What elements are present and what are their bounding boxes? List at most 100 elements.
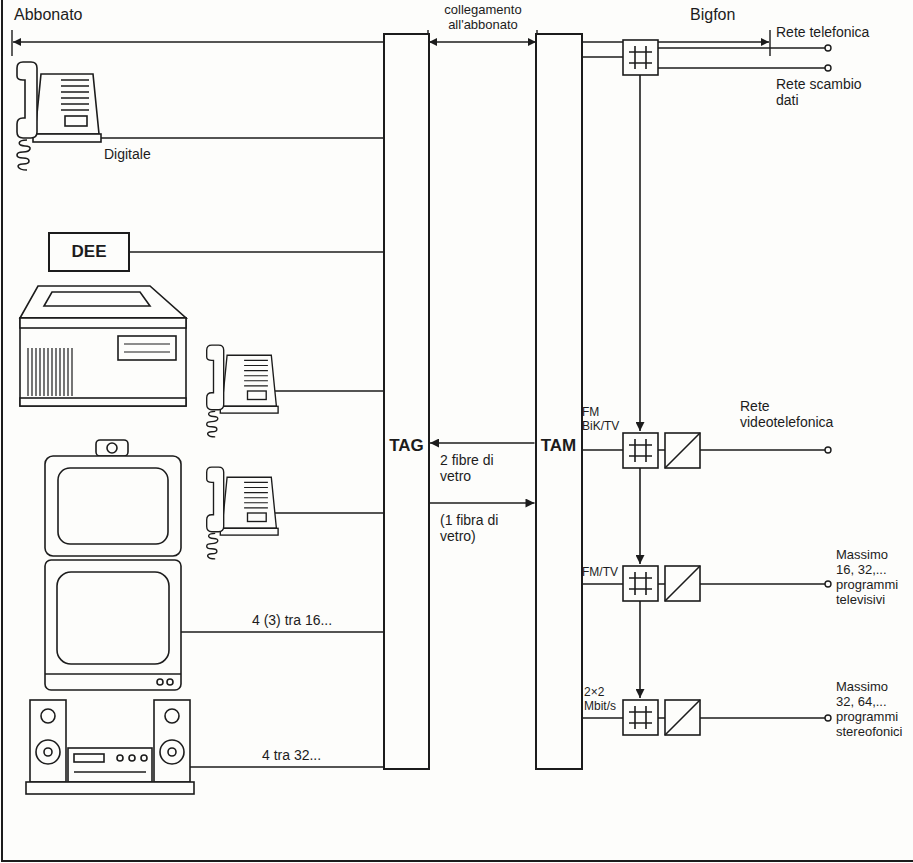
stereo-system	[74, 771, 146, 773]
switching-matrix	[629, 706, 652, 729]
network-label: Rete scambio dati	[776, 76, 880, 108]
stereo-system	[160, 740, 184, 764]
switching-matrix	[623, 40, 658, 735]
terminal-point	[825, 65, 831, 71]
fax-terminal	[20, 286, 186, 318]
switching-matrix	[623, 433, 658, 468]
television-set	[157, 679, 163, 685]
switching-matrix	[629, 46, 652, 69]
exchange-side	[658, 450, 665, 718]
converter	[665, 433, 700, 468]
telephone	[207, 345, 278, 437]
signal-label: FM BiK/TV	[582, 406, 623, 434]
fiber-label: 2 fibre di vetro	[440, 452, 520, 484]
section-label: Bigfon	[690, 6, 735, 24]
converter	[665, 433, 700, 468]
television-set	[45, 673, 181, 675]
signal-label: FM/TV	[582, 566, 623, 580]
fiber-link	[430, 442, 535, 444]
node-text: TAM	[541, 436, 577, 456]
subscriber-line	[130, 251, 383, 253]
network-label: Massimo 16, 32,... programmi televisivi	[836, 548, 906, 608]
exchange-side	[658, 48, 825, 718]
video-monitor	[96, 440, 128, 456]
stereo-system	[141, 755, 147, 761]
stereo-system	[68, 748, 152, 782]
fax-terminal	[20, 318, 186, 406]
network-label: Rete telefonica	[776, 24, 869, 40]
device-label: Digitale	[104, 146, 151, 162]
stereo-system	[36, 740, 60, 764]
terminal-point	[825, 45, 831, 51]
stereo-system	[30, 700, 66, 782]
fax-terminal	[20, 318, 186, 328]
fax-terminal	[44, 292, 150, 306]
stereo-system	[26, 782, 194, 794]
switching-matrix	[629, 572, 652, 595]
stereo-system	[74, 754, 104, 762]
terminal-box: DEE	[48, 232, 130, 272]
exchange-side	[639, 75, 641, 431]
stereo-system	[129, 755, 135, 761]
terminal-point	[825, 447, 831, 453]
fax-terminal	[20, 398, 186, 406]
stereo-system	[41, 709, 55, 723]
stereo-system	[117, 755, 123, 761]
terminal-point	[825, 45, 831, 721]
channel-label: 4 tra 32...	[262, 747, 321, 763]
exchange-side	[580, 57, 623, 718]
video-monitor	[45, 456, 181, 556]
section-label: collegamento all'abbonato	[430, 3, 536, 33]
converter	[665, 566, 700, 601]
switching-matrix	[623, 40, 658, 75]
converter	[665, 700, 700, 735]
subscriber-wire	[101, 138, 385, 767]
fax-terminal	[118, 336, 176, 360]
converter	[665, 566, 700, 601]
television-set	[167, 679, 173, 685]
termination-bar: TAM	[535, 33, 583, 770]
dimension-line	[429, 41, 536, 42]
converter	[665, 433, 700, 735]
television-set	[45, 560, 181, 690]
stereo-system	[26, 700, 194, 794]
stereo-system	[168, 748, 176, 756]
node-text: TAG	[389, 436, 424, 456]
exchange-side	[580, 48, 825, 718]
converter	[665, 700, 700, 735]
exchange-side	[639, 468, 641, 564]
stereo-system	[165, 709, 179, 723]
stereo-system	[154, 700, 190, 782]
termination-bar: TAG	[383, 33, 430, 770]
videophone-handset	[207, 467, 278, 559]
terminal-point	[825, 581, 831, 587]
fax-terminal	[28, 348, 72, 396]
terminal-point	[825, 715, 831, 721]
subscriber-wire	[101, 138, 385, 767]
fax-terminal	[124, 344, 170, 352]
dimension-line	[13, 41, 427, 42]
channel-label: 4 (3) tra 16...	[252, 612, 332, 628]
stereo-system	[44, 748, 52, 756]
node-text: DEE	[72, 242, 107, 262]
digital-telephone	[17, 62, 101, 170]
television-set	[57, 572, 169, 664]
video-monitor	[45, 440, 181, 556]
section-label: Abbonato	[14, 6, 83, 24]
video-monitor	[107, 443, 117, 453]
switching-matrix	[629, 439, 652, 462]
switching-matrix	[623, 700, 658, 735]
network-label: Massimo 32, 64,... programmi stereofonic…	[836, 680, 906, 740]
exchange-side	[639, 601, 641, 698]
switching-matrix	[623, 566, 658, 601]
video-monitor	[58, 468, 168, 544]
fiber-label: (1 fibra di vetro)	[440, 512, 524, 544]
fax-terminal	[20, 286, 186, 406]
signal-label: 2×2 Mbit/s	[584, 686, 622, 714]
television-set	[45, 560, 181, 690]
